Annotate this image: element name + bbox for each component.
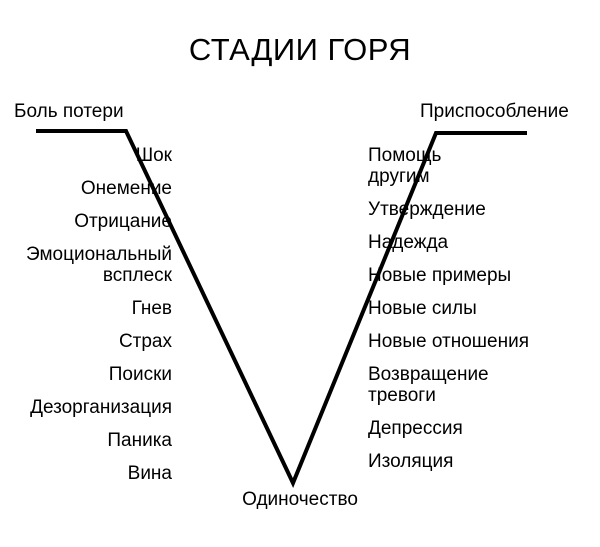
stage-item: Гнев [131, 298, 172, 319]
right-cap-label: Приспособление [420, 101, 569, 122]
stage-item: Страх [118, 331, 172, 352]
right-stage-column: Помощь другим Утверждение Надежда Новые … [368, 145, 600, 484]
stage-item: Эмоциональный всплеск [26, 244, 172, 286]
stage-item: Поиски [108, 364, 172, 385]
stage-item: Отрицание [74, 211, 172, 232]
stage-item: Вина [127, 463, 172, 484]
bottom-vertex-label: Одиночество [242, 489, 358, 510]
stage-item: Шок [135, 145, 172, 166]
stage-item: Надежда [368, 232, 449, 253]
stage-item: Новые отношения [368, 331, 529, 352]
stage-item: Изоляция [368, 451, 454, 472]
stage-item: Депрессия [368, 418, 463, 439]
stage-item: Онемение [80, 178, 172, 199]
page-title: СТАДИИ ГОРЯ [188, 32, 412, 67]
stage-item: Новые силы [368, 298, 477, 319]
stage-item: Возвращение тревоги [368, 364, 489, 406]
stage-item: Новые примеры [368, 265, 512, 286]
stage-item: Помощь другим [368, 145, 442, 187]
stage-item: Утверждение [368, 199, 486, 220]
left-stage-column: Шок Онемение Отрицание Эмоциональный всп… [0, 145, 172, 496]
stage-item: Паника [107, 430, 172, 451]
stage-item: Дезорганизация [30, 397, 172, 418]
left-cap-label: Боль потери [14, 101, 124, 122]
